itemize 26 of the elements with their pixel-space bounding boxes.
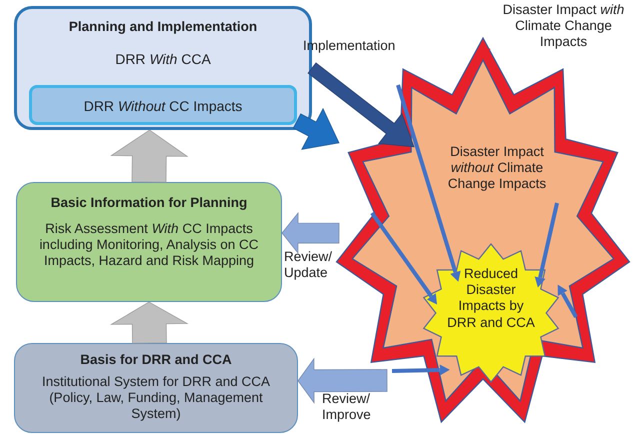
box-text: Institutional System for DRR and CCA (Policy, Law, Funding, Management System): [40, 374, 272, 423]
box-text: Disaster Impact without Climate Change Impacts: [446, 144, 548, 193]
block-arrow: [298, 358, 388, 404]
arrow: [396, 84, 461, 282]
block-arrow: [292, 108, 340, 150]
box-heading: Basic Information for Planning: [50, 195, 248, 212]
box-heading: Basis for DRR and CCA: [79, 352, 233, 368]
edge-label: Review/ Update: [284, 249, 334, 282]
box-text: Reduced Disaster Impacts by DRR and CCA: [446, 266, 536, 331]
process-box: [29, 85, 297, 125]
block-arrow: [110, 130, 188, 183]
arrow: [534, 202, 559, 288]
process-box: [16, 182, 282, 302]
box-text: Disaster Impact with Climate Change Impacts: [502, 2, 626, 51]
box-text: Risk Assessment With CC Impacts including Monitoring, Analysis on CC Impacts, Hazard and Risk Mapping: [38, 221, 260, 270]
box-heading: Planning and Implementation: [68, 19, 258, 36]
block-arrow: [308, 62, 415, 148]
arrow: [558, 284, 578, 318]
edge-label: Review/ Improve: [322, 391, 372, 424]
arrow: [370, 212, 438, 304]
block-arrow: [110, 302, 189, 344]
process-box: [14, 343, 298, 433]
block-arrow: [282, 212, 340, 254]
box-text: DRR Without CC Impacts: [82, 98, 244, 115]
box-text: DRR With CCA: [114, 51, 212, 68]
arrow: [392, 364, 450, 376]
